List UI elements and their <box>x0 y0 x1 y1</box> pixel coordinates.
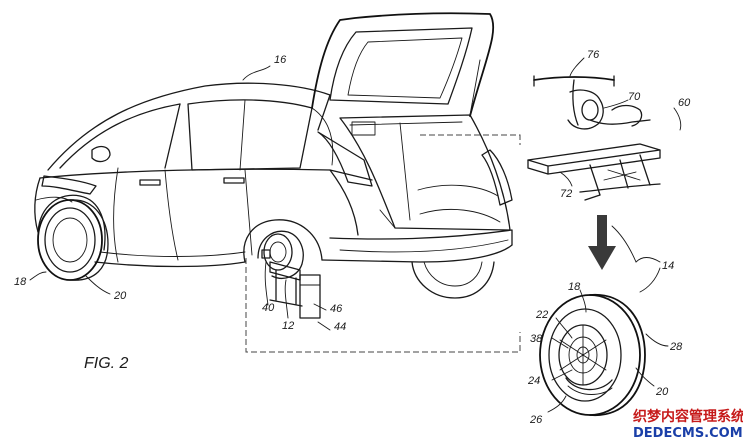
down-arrow <box>588 215 616 270</box>
label-60: 60 <box>678 97 691 109</box>
hub-assembly-drawing <box>245 230 521 353</box>
label-14: 14 <box>662 260 674 272</box>
watermark-line1: 织梦内容管理系统 <box>633 408 743 425</box>
label-40: 40 <box>262 302 275 314</box>
motor-wheel-drawing <box>539 294 646 416</box>
label-20-wheel: 20 <box>655 386 669 398</box>
label-22: 22 <box>535 309 548 321</box>
label-72: 72 <box>560 188 572 200</box>
label-76: 76 <box>587 49 600 61</box>
label-38: 38 <box>530 333 543 345</box>
reference-labels: 16 18 20 40 12 46 44 76 70 60 72 14 18 2… <box>14 49 691 426</box>
label-24: 24 <box>527 375 540 387</box>
label-16: 16 <box>274 54 287 66</box>
label-26: 26 <box>529 414 543 426</box>
figure-caption: FIG. 2 <box>84 355 129 372</box>
label-18-wheel: 18 <box>568 281 581 293</box>
watermark: 织梦内容管理系统 DEDECMS.COM <box>633 408 743 441</box>
label-18-front: 18 <box>14 276 27 288</box>
label-20-front: 20 <box>113 290 127 302</box>
vehicle-drawing <box>34 12 513 299</box>
front-wheel-drawing <box>37 199 109 281</box>
leader-lines <box>29 57 682 413</box>
label-46: 46 <box>330 303 343 315</box>
watermark-line2: DEDECMS.COM <box>633 426 743 441</box>
label-70: 70 <box>628 91 641 103</box>
label-28: 28 <box>669 341 683 353</box>
label-44: 44 <box>334 321 346 333</box>
label-12: 12 <box>282 320 294 332</box>
scooter-drawing <box>420 75 661 201</box>
